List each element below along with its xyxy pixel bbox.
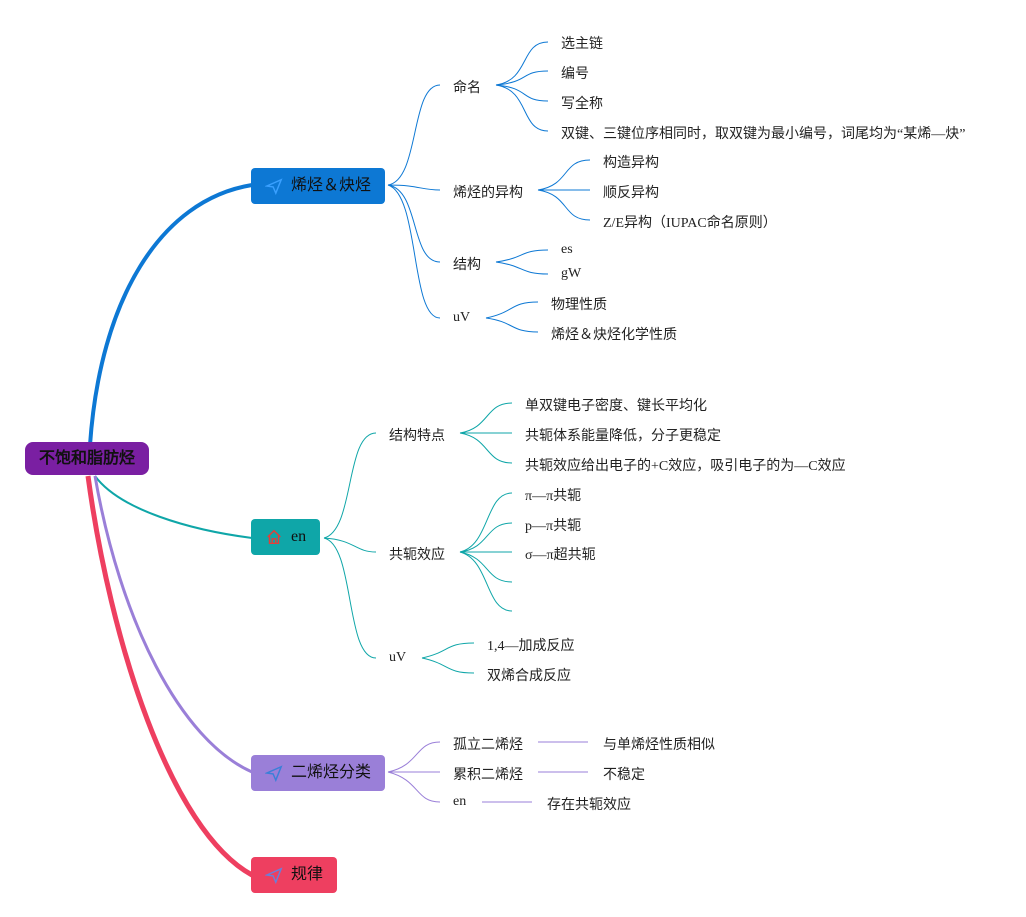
topic-naming[interactable]: 命名 — [453, 81, 481, 96]
leaf[interactable]: 单双键电子密度、键长平均化 — [525, 399, 707, 414]
branch-label: 二烯烃分类 — [291, 764, 372, 781]
leaf[interactable]: Z/E异构（IUPAC命名原则） — [603, 216, 777, 231]
branch-alkene-alkyne[interactable]: 烯烃＆炔烃 — [251, 168, 386, 204]
leaf[interactable]: 共轭效应给出电子的+C效应，吸引电子的为—C效应 — [525, 459, 846, 474]
leaf[interactable]: 顺反异构 — [603, 186, 659, 201]
root-node[interactable]: 不饱和脂肪烃 — [25, 442, 150, 475]
topic-en[interactable]: en — [453, 794, 467, 809]
leaf[interactable]: 1,4—加成反应 — [487, 639, 575, 654]
topic-uv[interactable]: uV — [453, 310, 471, 325]
branch-rules[interactable]: 规律 — [251, 857, 338, 893]
branch-label: 规律 — [291, 866, 324, 883]
topic-isolated-diene[interactable]: 孤立二烯烃 — [453, 738, 523, 753]
leaf[interactable]: 烯烃＆炔烃化学性质 — [551, 328, 677, 343]
paper-plane-icon — [265, 765, 283, 783]
leaf[interactable]: 双烯合成反应 — [487, 669, 571, 684]
leaf[interactable]: 选主链 — [561, 37, 603, 52]
branch-en[interactable]: en — [251, 519, 321, 555]
leaf[interactable]: gW — [561, 266, 582, 281]
house-icon — [267, 530, 281, 545]
leaf[interactable]: 写全称 — [561, 97, 603, 112]
paper-plane-icon — [265, 867, 283, 885]
leaf[interactable]: 共轭体系能量降低，分子更稳定 — [525, 429, 721, 444]
leaf[interactable]: 双键、三键位序相同时，取双键为最小编号，词尾均为“某烯—炔” — [561, 127, 966, 142]
branch-diene-classification[interactable]: 二烯烃分类 — [251, 755, 386, 791]
topic-uv[interactable]: uV — [389, 650, 407, 665]
leaf[interactable]: 存在共轭效应 — [547, 798, 631, 813]
topic-conjugation-effect[interactable]: 共轭效应 — [389, 548, 445, 563]
topic-structure-features[interactable]: 结构特点 — [389, 429, 445, 444]
leaf[interactable]: 构造异构 — [603, 156, 659, 171]
root-label: 不饱和脂肪烃 — [39, 450, 136, 467]
topic-cumulated-diene[interactable]: 累积二烯烃 — [453, 768, 523, 783]
leaf[interactable]: 不稳定 — [603, 768, 645, 783]
leaf[interactable]: 编号 — [561, 67, 589, 82]
paper-plane-icon — [265, 178, 283, 196]
leaf[interactable]: 与单烯烃性质相似 — [603, 738, 715, 753]
leaf[interactable]: σ—π超共轭 — [525, 548, 596, 563]
topic-structure[interactable]: 结构 — [453, 258, 481, 273]
leaf[interactable]: 物理性质 — [551, 298, 607, 313]
leaf[interactable]: π—π共轭 — [525, 489, 582, 504]
branch-label: en — [291, 528, 307, 545]
topic-isomerism[interactable]: 烯烃的异构 — [453, 186, 523, 201]
leaf[interactable]: es — [561, 242, 573, 257]
leaf[interactable]: p—π共轭 — [525, 519, 582, 534]
branch-label: 烯烃＆炔烃 — [291, 177, 372, 194]
